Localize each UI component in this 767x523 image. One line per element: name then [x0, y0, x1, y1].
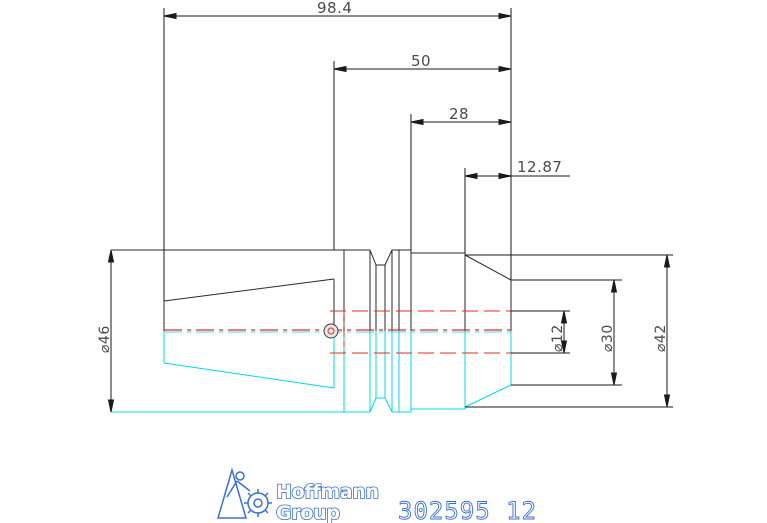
diameter-46-label: ⌀46: [97, 325, 113, 353]
part-number: 302595 12: [398, 497, 537, 523]
brand-name-line-1: Hoffmann: [276, 481, 379, 503]
dimension-diameter-46: [107, 249, 115, 413]
diameter-30-label: ⌀30: [600, 324, 616, 352]
dimension-diameter-42: [465, 254, 673, 408]
overall-length-label: 98.4: [317, 0, 352, 17]
diameter-12-label: ⌀12: [550, 324, 566, 352]
part-outline-lower: [111, 331, 512, 413]
length-28-label: 28: [449, 105, 469, 123]
bore-hidden-lines: [330, 310, 511, 354]
gear-icon: [244, 489, 272, 517]
brand-figure-icon: [217, 467, 251, 519]
dimension-diameter-30: [511, 279, 622, 386]
dimension-length-28: [410, 114, 512, 253]
center-hole: [323, 323, 339, 339]
length-50-label: 50: [411, 52, 431, 70]
hoffmann-group-logo: Hoffmann Group: [217, 467, 380, 523]
part-outline-upper: [111, 249, 512, 331]
length-12-87-label: 12.87: [517, 158, 562, 176]
center-hole-inner: [327, 327, 335, 335]
dimension-length-50: [333, 61, 512, 250]
dimension-overall-length: [163, 8, 512, 330]
brand-name-line-2: Group: [276, 502, 340, 523]
dimension-length-12-87: [464, 168, 570, 255]
dimension-diameter-12: [511, 310, 570, 354]
diameter-42-label: ⌀42: [653, 324, 669, 352]
